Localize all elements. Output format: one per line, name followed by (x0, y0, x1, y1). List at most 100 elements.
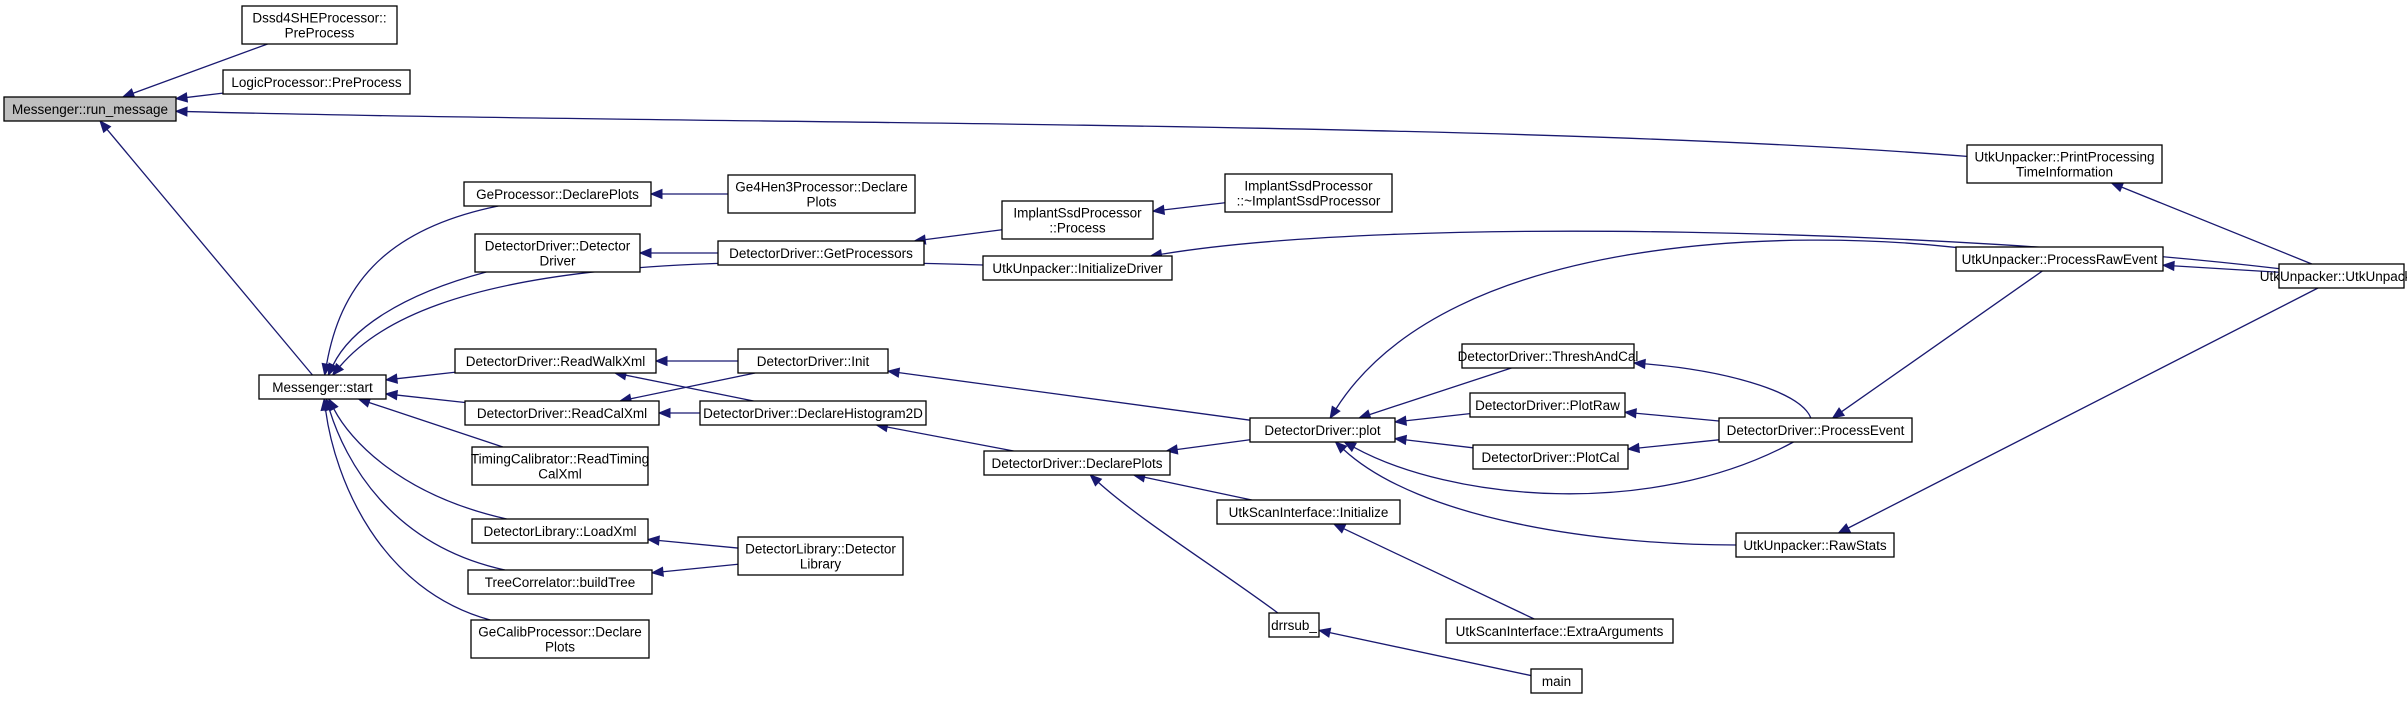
node-box (241, 5, 398, 45)
arrowhead-icon (1329, 405, 1341, 420)
node-ddinit[interactable]: DetectorDriver::Init (737, 348, 889, 374)
node-label: DetectorDriver::DeclarePlots (991, 456, 1162, 471)
node-plotcal[interactable]: DetectorDriver::PlotCal (1472, 444, 1629, 470)
edge-line (325, 205, 499, 365)
node-procevent[interactable]: DetectorDriver::ProcessEvent (1718, 417, 1913, 443)
edge-line (1635, 412, 1720, 422)
node-detlib[interactable]: DetectorLibrary::DetectorLibrary (737, 536, 904, 576)
node-label: DetectorDriver::ProcessEvent (1727, 423, 1905, 438)
edge-line (1638, 439, 1720, 449)
node-logic[interactable]: LogicProcessor::PreProcess (222, 69, 411, 95)
edge-implant-dtor-to-implant-proc (1151, 202, 1226, 216)
arrowhead-icon (1837, 523, 1852, 534)
edge-line (1369, 367, 1512, 416)
node-initdriver[interactable]: UtkUnpacker::InitializeDriver (982, 255, 1173, 281)
edge-scaninit-to-ddplots (1132, 472, 1252, 501)
arrowhead-icon (327, 362, 339, 377)
edge-line (186, 92, 224, 99)
arrowhead-icon (1393, 415, 1408, 426)
edge-line (368, 401, 504, 448)
node-plotraw[interactable]: DetectorDriver::PlotRaw (1469, 392, 1626, 418)
node-ddplots[interactable]: DetectorDriver::DeclarePlots (983, 450, 1171, 476)
node-loadxml[interactable]: DetectorLibrary::LoadXml (471, 518, 649, 544)
node-label: DetectorDriver::Detector (485, 239, 631, 254)
node-box (464, 400, 660, 426)
node-label: LogicProcessor::PreProcess (231, 75, 402, 90)
node-scaninit[interactable]: UtkScanInterface::Initialize (1216, 499, 1401, 525)
edge-line (1329, 631, 1532, 677)
arrowhead-icon (1623, 408, 1637, 419)
edge-line (662, 563, 739, 573)
edge-walkxml-to-start (384, 371, 456, 384)
arrowhead-icon (1089, 474, 1103, 487)
node-ddplot[interactable]: DetectorDriver::plot (1249, 417, 1396, 443)
node-box (1530, 668, 1583, 694)
node-printproc[interactable]: UtkUnpacker::PrintProcessingTimeInformat… (1966, 144, 2163, 184)
edge-line (1343, 448, 1737, 546)
arrowhead-icon (99, 119, 112, 134)
node-thresh[interactable]: DetectorDriver::ThreshAndCal (1458, 343, 1639, 369)
node-label: DetectorDriver::Init (757, 354, 870, 369)
node-label: GeCalibProcessor::Declare (478, 625, 642, 640)
edge-line (328, 409, 506, 571)
edge-calxml-to-start (384, 389, 466, 404)
node-rawstats[interactable]: UtkUnpacker::RawStats (1735, 532, 1895, 558)
edge-line (2173, 265, 2280, 273)
edge-line (324, 409, 491, 621)
node-dssd4she[interactable]: Dssd4SHEProcessor::PreProcess (241, 5, 398, 45)
node-box (1224, 173, 1393, 213)
node-walkxml[interactable]: DetectorDriver::ReadWalkXml (454, 348, 657, 374)
edge-ddplots-to-hist2d (875, 421, 1014, 452)
node-label: DetectorLibrary::LoadXml (483, 524, 636, 539)
node-drrsub[interactable]: drrsub_ (1268, 612, 1320, 638)
arrowhead-icon (1831, 407, 1846, 419)
arrowhead-icon (384, 373, 399, 384)
node-label: CalXml (538, 467, 582, 482)
edge-hist2d-to-calxml (657, 407, 700, 419)
arrowhead-icon (657, 407, 671, 419)
node-dd-getproc[interactable]: DetectorDriver::GetProcessors (717, 240, 925, 266)
arrowhead-icon (1626, 442, 1640, 454)
edge-utkunpacker-to-printproc (2110, 182, 2313, 265)
node-box (1955, 246, 2164, 272)
node-gecalib[interactable]: GeCalibProcessor::DeclarePlots (470, 619, 650, 659)
edge-implant-proc-to-dd-getproc (912, 229, 1003, 245)
edge-line (396, 394, 466, 404)
arrowhead-icon (1393, 434, 1408, 446)
node-dd-detdriver[interactable]: DetectorDriver::DetectorDriver (474, 233, 641, 273)
node-box (463, 181, 652, 207)
node-start[interactable]: Messenger::start (258, 374, 387, 400)
arrowhead-icon (384, 389, 398, 401)
node-label: UtkUnpacker::PrintProcessing (1974, 150, 2154, 165)
node-implant-proc[interactable]: ImplantSsdProcessor::Process (1001, 200, 1154, 240)
node-label: Messenger::run_message (12, 102, 168, 117)
node-ge4hen3[interactable]: Ge4Hen3Processor::DeclarePlots (727, 174, 916, 214)
arrowhead-icon (886, 367, 901, 378)
node-utkunpacker[interactable]: UtkUnpacker::UtkUnpacker (2260, 263, 2407, 289)
edge-dd-detdriver-to-start (327, 271, 487, 377)
edge-line (1405, 439, 1474, 449)
node-label: DetectorDriver::DeclareHistogram2D (703, 406, 923, 421)
node-implant-dtor[interactable]: ImplantSsdProcessor::~ImplantSsdProcesso… (1224, 173, 1393, 213)
node-calxml[interactable]: DetectorDriver::ReadCalXml (464, 400, 660, 426)
node-run-message[interactable]: Messenger::run_message (3, 96, 177, 122)
node-hist2d[interactable]: DetectorDriver::DeclareHistogram2D (699, 400, 927, 426)
node-label: DetectorDriver::PlotRaw (1475, 398, 1620, 413)
edge-line (1343, 528, 1535, 620)
node-buildtree[interactable]: TreeCorrelator::buildTree (467, 569, 653, 595)
node-label: UtkUnpacker::ProcessRawEvent (1962, 252, 2158, 267)
node-label: drrsub_ (1271, 618, 1317, 633)
edge-line (333, 408, 507, 520)
node-box (1249, 417, 1396, 443)
edge-rawevent-to-ddplot (1329, 239, 1957, 420)
node-rawevent[interactable]: UtkUnpacker::ProcessRawEvent (1955, 246, 2164, 272)
node-label: Library (800, 557, 842, 572)
node-ge-declare[interactable]: GeProcessor::DeclarePlots (463, 181, 652, 207)
edge-line (1841, 270, 2043, 413)
node-main[interactable]: main (1530, 668, 1583, 694)
edge-line (1847, 287, 2319, 529)
node-extraargs[interactable]: UtkScanInterface::ExtraArguments (1445, 618, 1674, 644)
arrowhead-icon (1317, 627, 1332, 638)
